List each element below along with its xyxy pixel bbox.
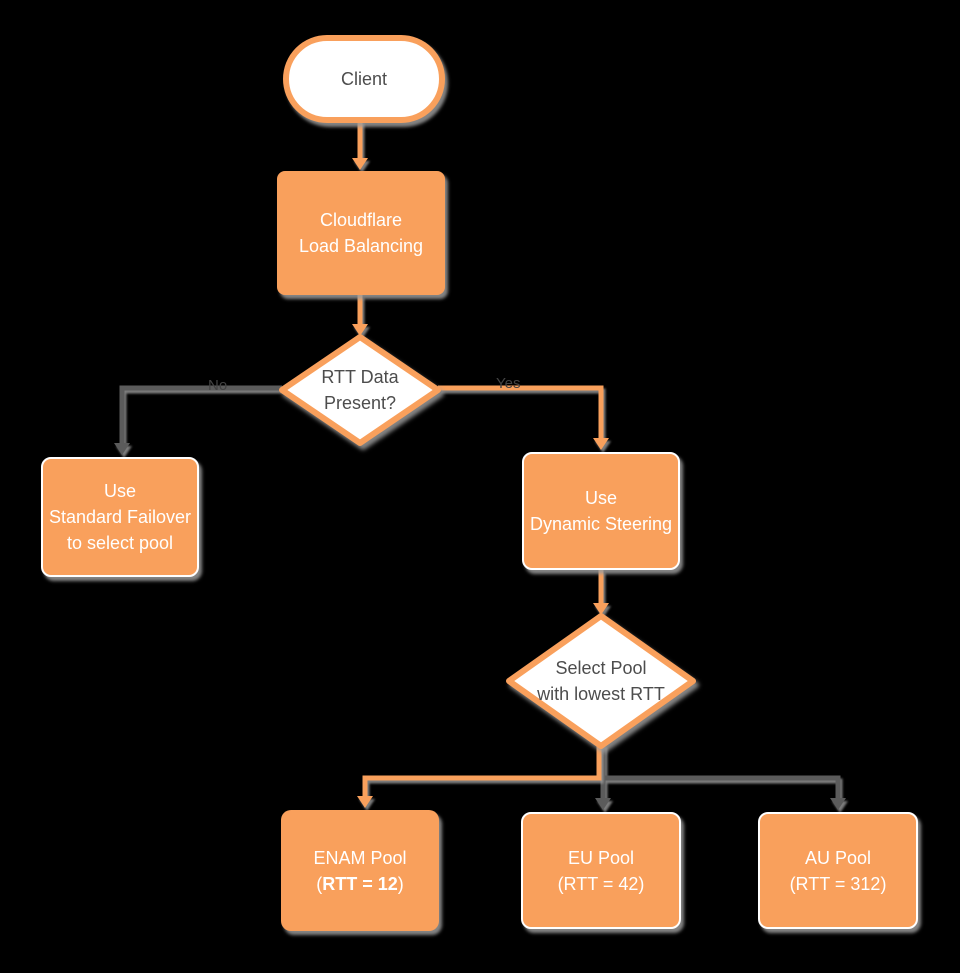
- node-enam-pool-line1: ENAM Pool: [313, 847, 407, 868]
- node-standard-failover-line3: to select pool: [66, 533, 174, 553]
- node-au-pool: AU Pool (RTT = 312): [758, 812, 918, 929]
- enam-rtt-close: ): [397, 873, 404, 894]
- node-dynamic-steering-line1: Use: [584, 488, 617, 508]
- arrowhead-dynamic-steering: [593, 438, 609, 450]
- edge-select-pool-to-enam: [362, 744, 602, 796]
- arrowhead-eu-pool: [595, 798, 611, 810]
- node-au-pool-line2: (RTT = 312): [789, 873, 887, 894]
- arrowhead-standard-failover: [114, 443, 130, 455]
- node-au-pool-line1: AU Pool: [804, 847, 872, 868]
- edge-no-to-standard-failover: [119, 385, 282, 443]
- enam-rtt-open: (: [316, 873, 323, 894]
- node-client-label: Client: [340, 68, 388, 89]
- node-standard-failover: Use Standard Failover to select pool: [41, 457, 199, 577]
- enam-rtt-value: RTT = 12: [322, 873, 398, 894]
- node-cloudflare-load-balancing: Cloudflare Load Balancing: [277, 171, 445, 295]
- decision-rtt-data-present: [279, 334, 441, 446]
- arrowhead-cloudflare: [352, 158, 368, 170]
- node-eu-pool: EU Pool (RTT = 42): [521, 812, 681, 929]
- edge-yes-to-dynamic-steering: [438, 385, 604, 438]
- edge-select-pool-to-au: [603, 775, 841, 798]
- node-eu-pool-line2: (RTT = 42): [557, 873, 645, 894]
- node-enam-pool: ENAM Pool (RTT = 12): [281, 810, 439, 931]
- arrowhead-enam-pool: [357, 796, 373, 808]
- arrowhead-select-pool: [593, 603, 609, 615]
- node-standard-failover-line2: Standard Failover: [48, 507, 192, 527]
- node-enam-pool-line2: (RTT = 12): [316, 871, 404, 897]
- node-standard-failover-line1: Use: [103, 481, 136, 501]
- node-dynamic-steering: Use Dynamic Steering: [522, 452, 680, 570]
- node-cloudflare-line1: Cloudflare: [319, 210, 403, 230]
- edge-label-yes: Yes: [496, 375, 521, 392]
- node-client: Client: [283, 35, 445, 123]
- node-eu-pool-line1: EU Pool: [567, 847, 635, 868]
- node-cloudflare-line2: Load Balancing: [298, 236, 424, 256]
- arrowhead-au-pool: [830, 798, 846, 810]
- node-dynamic-steering-line2: Dynamic Steering: [529, 514, 673, 534]
- arrowhead-rtt-decision: [352, 324, 368, 336]
- edge-label-no: No: [208, 377, 228, 394]
- decision-select-pool-lowest-rtt: [506, 613, 696, 749]
